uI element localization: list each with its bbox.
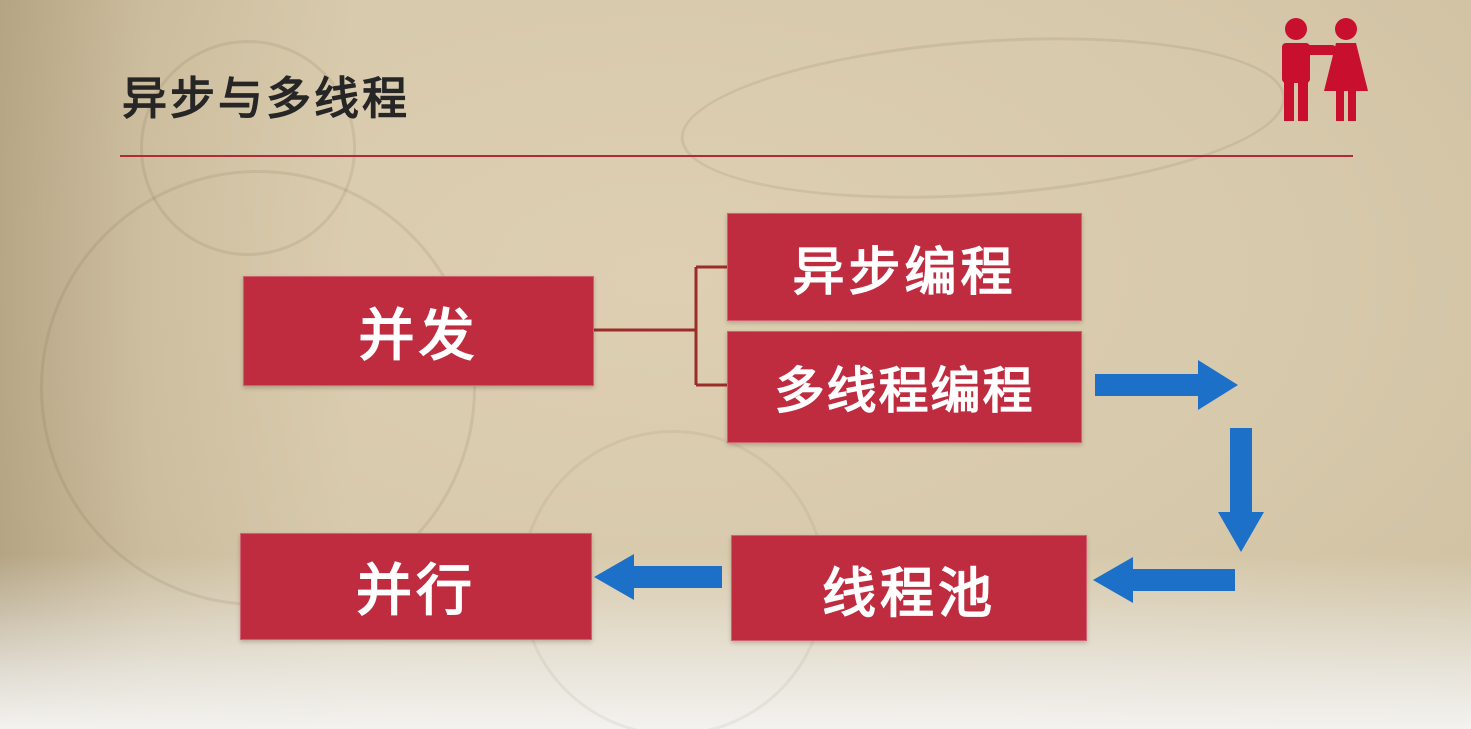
background-texture-airship <box>675 19 1291 217</box>
node-thread-pool: 线程池 <box>731 535 1087 641</box>
node-async-programming: 异步编程 <box>727 213 1082 321</box>
node-parallel: 并行 <box>240 533 592 640</box>
slide-title: 异步与多线程 <box>122 73 411 124</box>
node-async-programming-label: 异步编程 <box>792 243 1017 302</box>
node-thread-pool-label: 线程池 <box>822 563 996 624</box>
title-divider <box>120 155 1353 157</box>
arrow-down-icon <box>1218 428 1264 552</box>
node-multithread-programming-label: 多线程编程 <box>774 363 1035 419</box>
arrow-right-icon <box>1095 360 1238 410</box>
node-concurrency: 并发 <box>243 276 594 386</box>
people-icon <box>1282 18 1368 121</box>
arrow-left-into-thread-pool-icon <box>1093 557 1235 603</box>
node-multithread-programming: 多线程编程 <box>727 331 1082 443</box>
connector-lines <box>592 265 728 387</box>
node-concurrency-label: 并发 <box>358 303 479 367</box>
arrow-left-into-parallel-icon <box>594 554 722 600</box>
node-parallel-label: 并行 <box>356 559 476 622</box>
